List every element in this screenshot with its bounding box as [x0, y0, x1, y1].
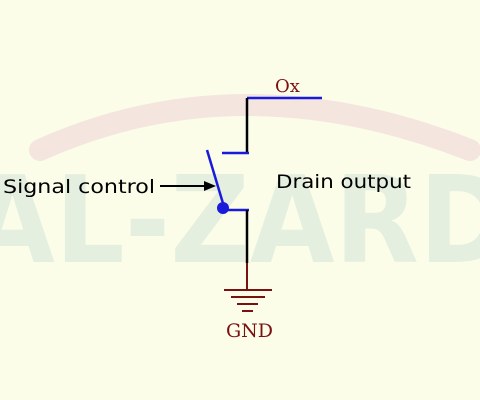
output-pin-label: Ox — [275, 76, 300, 97]
output-wire — [245, 96, 322, 153]
signal-control-label: Signal control — [3, 176, 155, 198]
switch-pivot — [217, 202, 229, 214]
ground-label: GND — [226, 320, 273, 342]
watermark-text: AL-ZARD — [0, 152, 480, 291]
switch-arm-icon — [205, 149, 227, 211]
ground-symbol-icon — [224, 289, 272, 312]
drain-output-label: Drain output — [276, 171, 411, 193]
arrow-icon — [160, 181, 216, 191]
watermark-arc — [29, 94, 480, 161]
watermark: AL-ZARD — [0, 94, 480, 291]
